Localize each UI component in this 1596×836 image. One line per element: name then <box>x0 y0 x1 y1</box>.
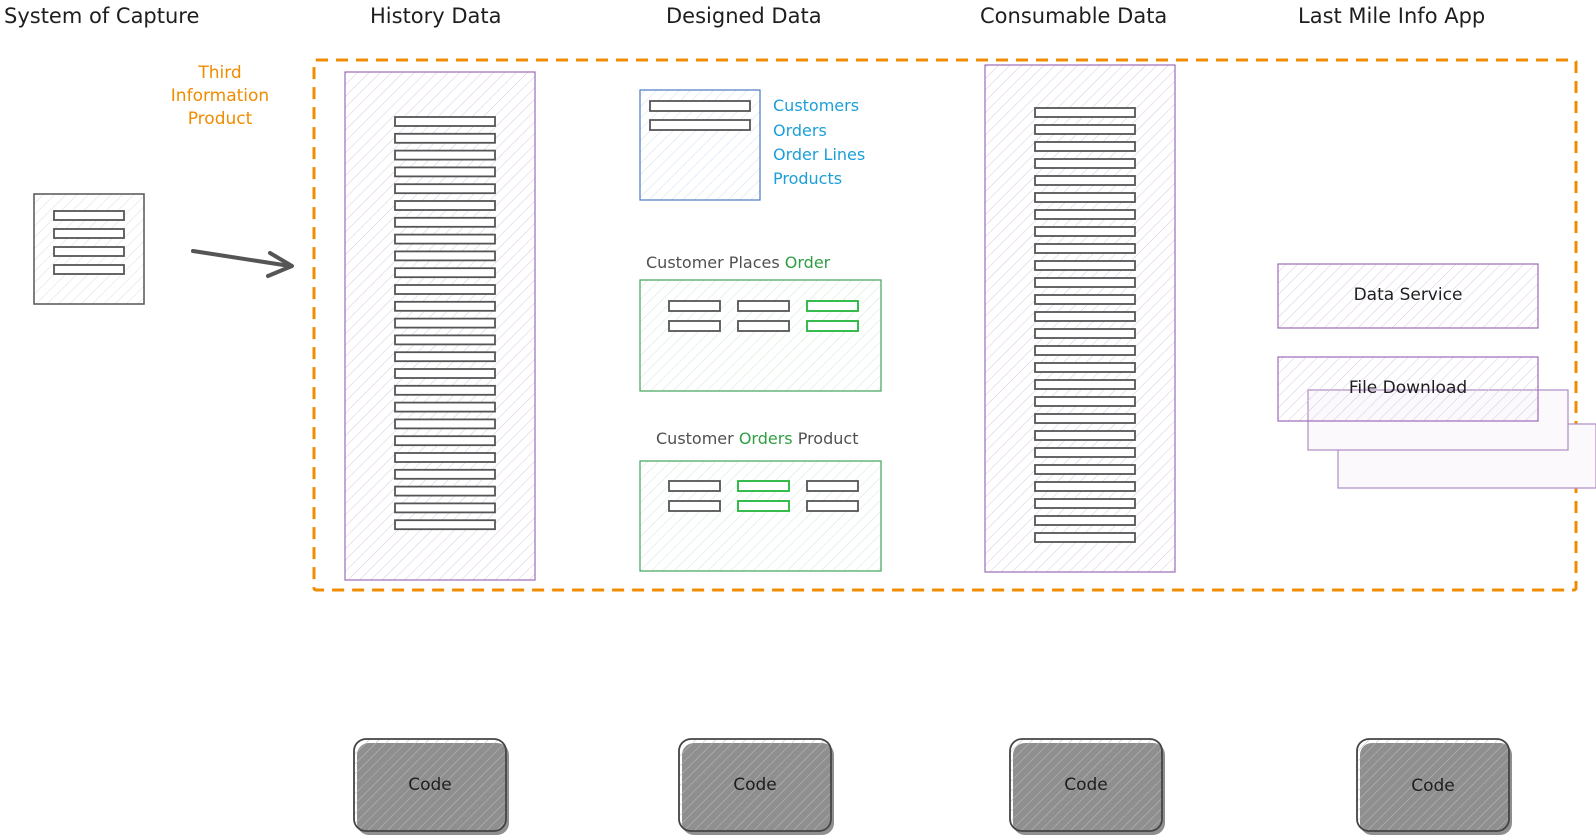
code-label-history: Code <box>408 775 452 795</box>
consumable-row <box>1034 158 1136 169</box>
information-product-boundary <box>312 58 1578 592</box>
data-service-box <box>1277 263 1539 329</box>
caption-customer-orders-product: Customer Orders Product <box>656 429 859 448</box>
history-row <box>394 368 496 379</box>
consumable-row <box>1034 124 1136 135</box>
history-row <box>394 183 496 195</box>
history-row <box>394 519 496 531</box>
consumable-row <box>1034 345 1136 356</box>
history-row <box>394 401 496 413</box>
consumable-row <box>1034 362 1136 373</box>
code-block-designed <box>678 738 834 835</box>
history-row <box>394 502 496 514</box>
code-blocks <box>353 738 1512 835</box>
consumable-row <box>1034 464 1136 475</box>
header-last-mile-info-app: Last Mile Info App <box>1298 4 1486 28</box>
history-row <box>394 200 496 211</box>
consumable-row <box>1034 447 1136 458</box>
consumable-row <box>1034 430 1136 441</box>
code-block-history <box>353 738 509 835</box>
code-label-last-mile: Code <box>1411 776 1455 796</box>
entity-orders: Orders <box>773 121 827 140</box>
entity-customers: Customers <box>773 96 860 115</box>
caption-customer-places-order: Customer Places Order <box>646 253 831 272</box>
history-data-store <box>344 71 536 581</box>
history-row <box>394 233 496 245</box>
header-history-data: History Data <box>370 4 502 28</box>
code-block-last-mile <box>1356 738 1512 835</box>
header-designed-data: Designed Data <box>666 4 822 28</box>
consumable-row <box>1034 532 1136 543</box>
consumable-row <box>1034 260 1136 271</box>
history-row <box>394 384 496 396</box>
history-row <box>394 300 496 312</box>
code-label-designed: Code <box>733 775 777 795</box>
code-label-consumable: Code <box>1064 775 1108 795</box>
consumable-row <box>1034 413 1136 424</box>
file-download-stack <box>1277 356 1596 489</box>
history-row <box>394 351 496 363</box>
consumable-row <box>1034 515 1136 526</box>
history-row <box>394 267 496 279</box>
history-row <box>394 485 496 497</box>
consumable-row <box>1034 226 1136 237</box>
consumable-row <box>1034 294 1136 305</box>
customer-orders-product-relation <box>639 460 882 572</box>
customer-places-order-relation <box>639 279 882 392</box>
consumable-row <box>1034 192 1136 203</box>
consumable-row <box>1034 107 1136 118</box>
history-row <box>394 418 496 430</box>
source-document <box>33 193 145 305</box>
entity-order-lines: Order Lines <box>773 145 866 164</box>
history-row <box>394 468 496 480</box>
history-row <box>394 166 496 178</box>
consumable-row <box>1034 481 1136 492</box>
consumable-data-store <box>984 64 1176 573</box>
code-block-consumable <box>1009 738 1165 835</box>
history-row <box>394 452 496 463</box>
history-row <box>394 334 496 346</box>
data-service-label: Data Service <box>1353 285 1463 305</box>
consumable-row <box>1034 311 1136 322</box>
consumable-row <box>1034 141 1136 152</box>
history-row <box>394 284 496 295</box>
history-row <box>394 216 496 228</box>
consumable-row <box>1034 243 1136 254</box>
consumable-row <box>1034 396 1136 407</box>
consumable-row <box>1034 277 1136 288</box>
third-information-product-label: Third Information Product <box>170 63 270 129</box>
consumable-row <box>1034 379 1136 390</box>
entity-table <box>639 89 761 201</box>
entity-products: Products <box>773 169 843 188</box>
consumable-row <box>1034 328 1136 339</box>
file-download-label: File Download <box>1348 378 1468 398</box>
consumable-row <box>1034 498 1136 509</box>
consumable-row <box>1034 175 1136 186</box>
history-row <box>394 116 496 127</box>
history-row <box>394 149 496 161</box>
history-row <box>394 250 496 262</box>
header-consumable-data: Consumable Data <box>980 4 1168 28</box>
flow-arrow-icon <box>191 249 294 278</box>
history-row <box>394 435 496 447</box>
consumable-row <box>1034 209 1136 220</box>
history-row <box>394 132 496 144</box>
header-system-of-capture: System of Capture <box>4 4 200 28</box>
history-row <box>394 317 496 329</box>
